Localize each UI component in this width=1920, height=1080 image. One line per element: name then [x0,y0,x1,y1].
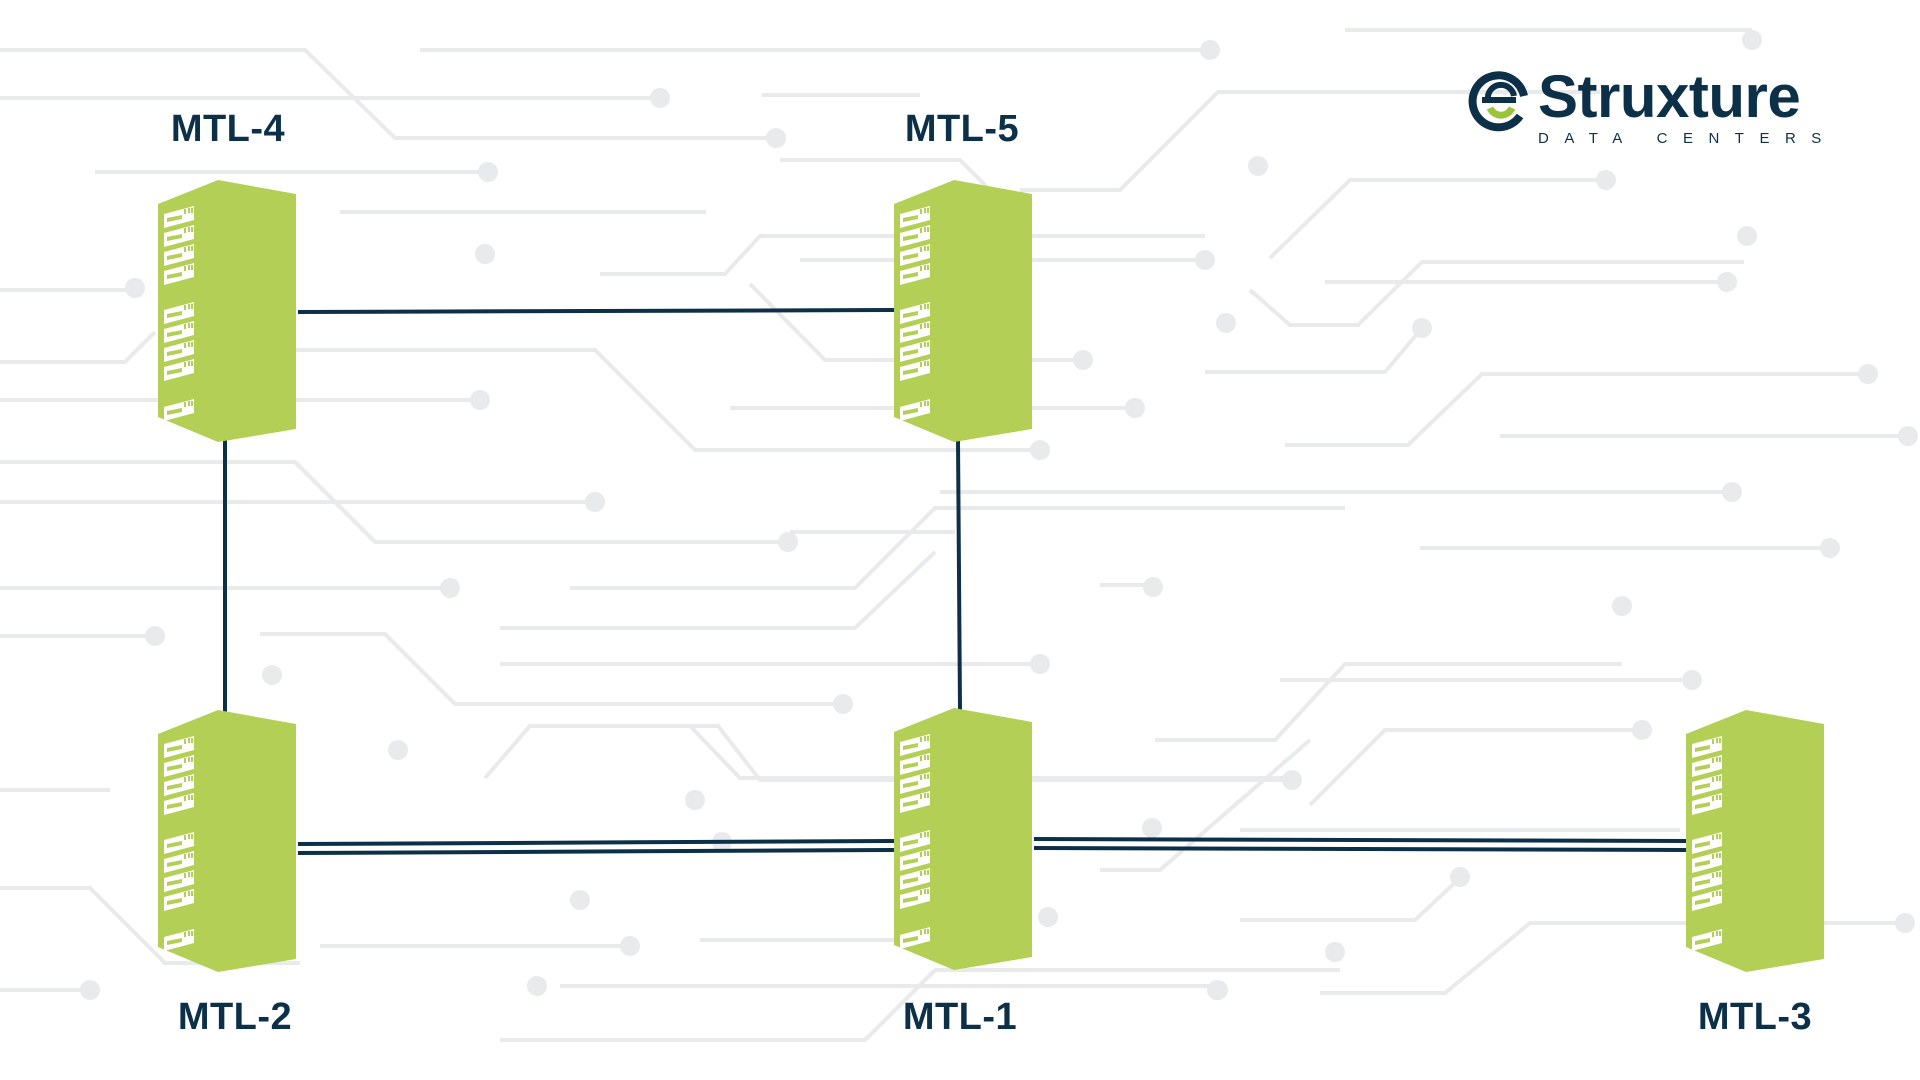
server-rack-icon [158,710,296,972]
link-mtl2-mtl1-b [297,848,895,855]
server-rack-icon [894,708,1032,970]
server-mtl-5 [894,180,1034,442]
server-rack-icon [894,180,1032,442]
link-mtl1-mtl3-b [1033,846,1687,852]
node-label: MTL-3 [1697,996,1813,1038]
logo-e-icon [1468,71,1528,132]
logo-tagline: DATA CENTERS [1538,130,1837,147]
server-mtl-1 [894,708,1034,970]
server-mtl-4 [158,180,298,442]
link-mtl2-mtl1-a [297,839,895,846]
struxture-logo: Struxture DATA CENTERS [1468,63,1837,158]
link-mtl1-mtl3-a [1033,837,1687,843]
link-mtl4-mtl5 [297,308,895,314]
server-rack-icon [1686,710,1824,972]
node-label: MTL-4 [170,108,286,150]
link-mtl5-mtl1 [956,439,962,711]
node-label: MTL-2 [177,996,293,1038]
server-mtl-2 [158,710,298,972]
node-label: MTL-1 [902,996,1018,1038]
server-mtl-3 [1686,710,1826,972]
logo-wordmark: Struxture [1538,63,1801,130]
node-label: MTL-5 [904,108,1020,150]
server-rack-icon [158,180,296,442]
